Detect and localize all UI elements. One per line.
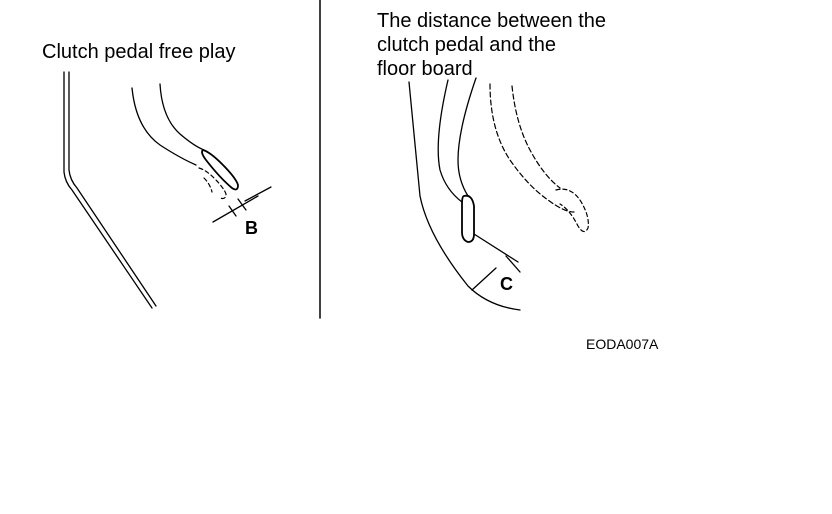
left-floor-board-inner [68,71,157,307]
right-floor-board-line [408,81,521,311]
right-pedal-arm-dashed-inner [511,85,561,189]
left-pedal-arm-inner [159,83,205,151]
right-panel-title: The distance between the clutch pedal an… [377,9,606,81]
left-pedal-arm-dashed [203,177,213,193]
right-panel-title-line-3: floor board [377,58,473,80]
right-pedal-pad [461,194,475,243]
right-pedal-pad-dashed [555,188,589,233]
right-panel-title-line-2: clutch pedal and the [377,34,557,56]
left-pedal-pad [201,149,239,191]
right-pedal-arm-dashed-outer [489,83,575,213]
right-extension-line-c-top [473,233,519,263]
right-dimension-line-c [471,267,497,291]
dimension-label-c: C [500,274,513,294]
left-floor-board-outer [63,71,153,309]
right-pedal-arm-outer [437,79,463,203]
right-pedal-arm-inner [457,77,477,197]
left-pedal-pad-dashed [198,167,227,200]
right-panel-title-line-1: The distance between the [377,10,607,32]
dimension-label-b: B [245,218,258,238]
left-panel-title: Clutch pedal free play [42,41,236,63]
right-dimension-tick-c [505,255,521,273]
left-dimension-tick-2 [237,198,247,211]
left-extension-line-b [244,186,272,202]
left-dimension-tick-1 [228,205,237,217]
left-pedal-arm-outer [131,87,197,166]
left-dimension-line-b [212,195,259,223]
figure-code: EODA007A [586,336,659,352]
